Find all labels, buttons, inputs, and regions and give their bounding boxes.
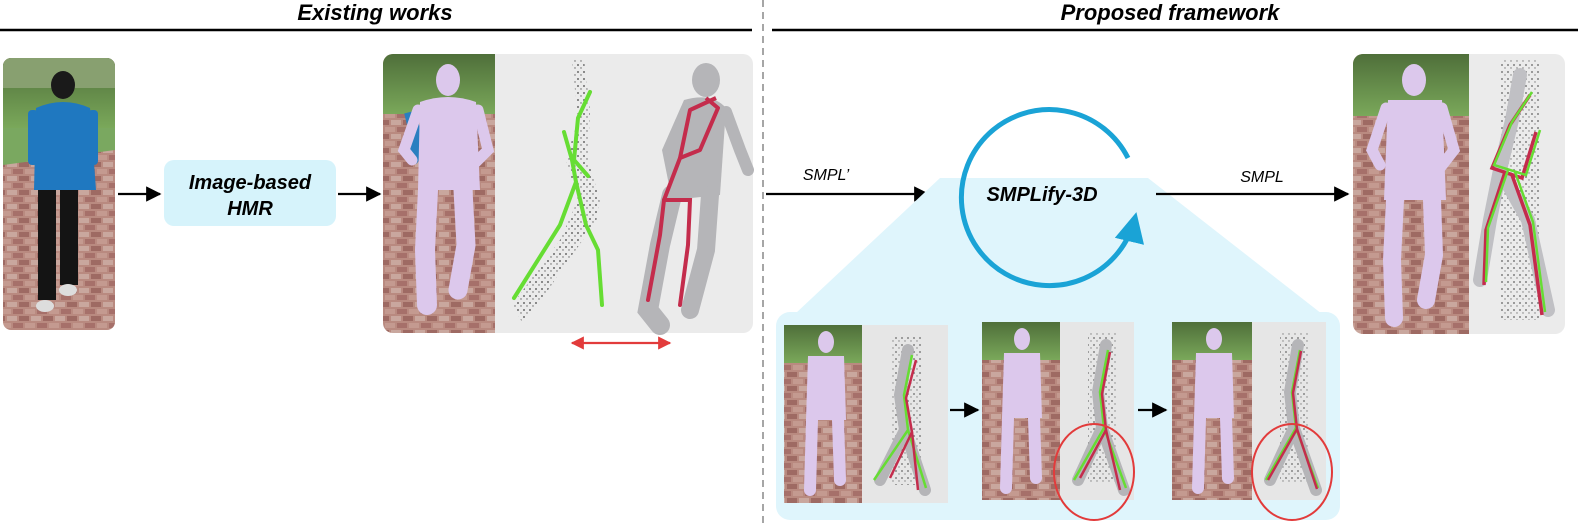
existing-result-panel [383,54,754,350]
proposed-framework-title: Proposed framework [1061,0,1282,25]
gt-skeleton-upper [571,90,592,178]
iteration-thumb-2 [982,322,1135,521]
smplify-3d-loop: SMPLify-3D [958,107,1144,289]
zoom-wedge [780,178,1340,328]
hmr-label-line1: Image-based [189,172,312,194]
final-gt-skeleton-upper [1492,91,1542,177]
loop-arrow-icon [958,107,1144,289]
pred-skeleton-upper [678,96,720,160]
smpl-output-label: SMPL [1240,169,1284,186]
final-result-panel [1353,54,1565,334]
smpl-prime-label: SMPL’ [803,167,850,184]
smplify-3d-label: SMPLify-3D [986,184,1097,206]
gt-skeleton-leg2 [574,180,604,307]
hmr-label-line2: HMR [227,198,273,220]
error-circle-1 [1053,423,1135,521]
error-circle-2 [1251,423,1333,521]
existing-works-title: Existing works [297,0,452,25]
pred-skeleton-leg2 [662,198,693,307]
pred-skeleton-leg1 [646,156,682,302]
iteration-thumb-3 [1172,322,1333,521]
image-based-hmr-box: Image-based HMR [164,160,336,226]
input-photo [3,58,115,330]
iteration-thumb-1 [784,325,948,503]
mesh-overlay [397,64,495,315]
